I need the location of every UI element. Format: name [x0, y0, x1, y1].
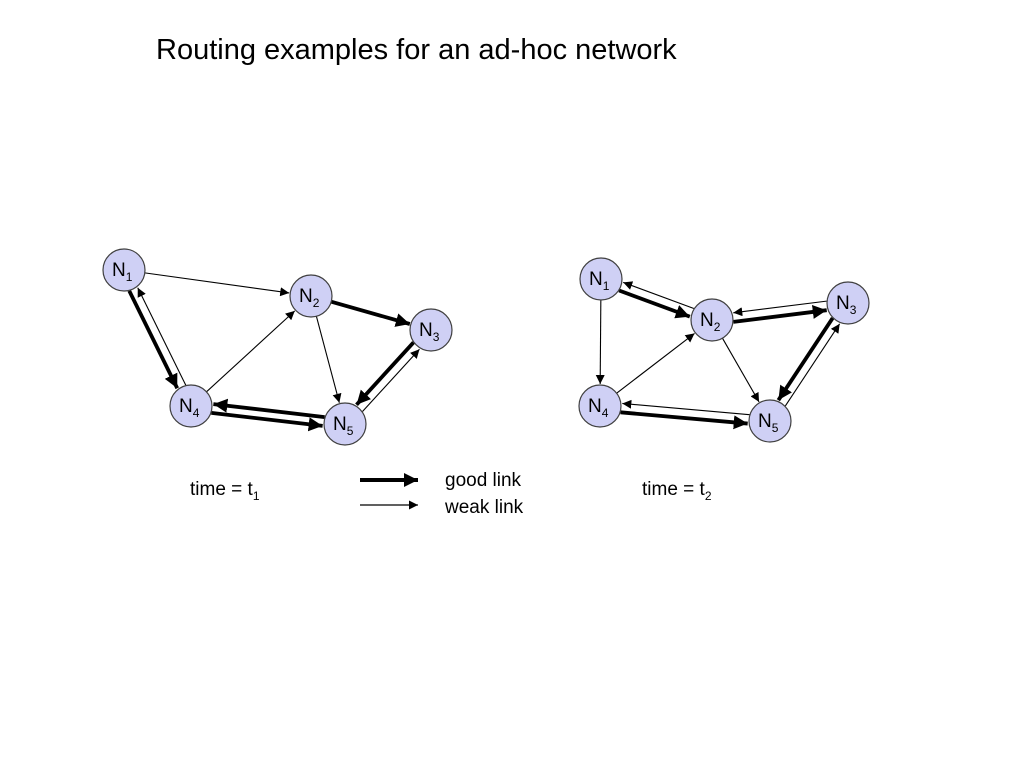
node-label: N3 [836, 293, 857, 317]
caption-t2: time = t2 [642, 479, 712, 503]
link-t2-n3-to-n2-weak [733, 300, 827, 317]
link-t1-n2-to-n3-good [330, 299, 411, 327]
node-circle [579, 257, 623, 301]
link-t1-n3-to-n5-good [355, 341, 415, 407]
caption-t1: time = t1 [190, 479, 260, 503]
node-circle [578, 384, 622, 428]
node-t1-n3: N3 [409, 308, 453, 352]
caption-t2-main: time = t [642, 479, 705, 500]
node-label: N5 [758, 411, 779, 435]
link-t2-n2-to-n5-weak [721, 337, 760, 403]
link-t2-n5-to-n3-weak [784, 323, 841, 407]
link-t1-n1-to-n2-weak [144, 272, 290, 297]
node-circle [826, 281, 870, 325]
page-title: Routing examples for an ad-hoc network [156, 34, 677, 66]
node-label: N3 [419, 320, 440, 344]
node-label: N2 [299, 286, 320, 310]
link-t1-n1-to-n4-good [127, 289, 179, 390]
node-t1-n4: N4 [169, 384, 213, 428]
links-layer [127, 272, 841, 432]
node-circle [323, 402, 367, 446]
caption-t1-sub: 1 [252, 488, 260, 503]
node-circle [289, 274, 333, 318]
link-t2-n1-to-n2-good [618, 288, 691, 319]
node-circle [409, 308, 453, 352]
node-t2-n4: N4 [578, 384, 622, 428]
link-t1-n4-to-n5-good [211, 411, 323, 432]
link-t1-n5-to-n4-good [213, 398, 325, 419]
node-t1-n2: N2 [289, 274, 333, 318]
node-circle [748, 399, 792, 443]
node-label: N4 [588, 396, 609, 420]
node-t2-n5: N5 [748, 399, 792, 443]
node-t1-n5: N5 [323, 402, 367, 446]
link-t2-n1-to-n4-weak [595, 299, 605, 385]
link-t2-n2-to-n1-weak [623, 281, 695, 310]
node-circle [690, 298, 734, 342]
node-circle [102, 248, 146, 292]
link-t2-n4-to-n2-weak [616, 332, 695, 394]
link-t2-n2-to-n3-good [733, 304, 827, 324]
link-t1-n4-to-n1-weak [137, 287, 187, 386]
node-label: N5 [333, 414, 354, 438]
node-label: N1 [589, 269, 610, 293]
link-t2-n3-to-n5-good [776, 316, 835, 402]
node-t2-n1: N1 [579, 257, 623, 301]
link-t1-n4-to-n2-weak [206, 310, 296, 393]
link-t1-n5-to-n3-weak [362, 348, 420, 412]
node-label: N1 [112, 260, 133, 284]
caption-t1-main: time = t [190, 479, 253, 500]
link-t2-n4-to-n5-good [620, 410, 748, 430]
node-t2-n2: N2 [690, 298, 734, 342]
link-t1-n2-to-n5-weak [315, 316, 342, 403]
legend-good-label: good link [445, 470, 522, 491]
caption-t2-sub: 2 [704, 488, 712, 503]
node-label: N4 [179, 396, 200, 420]
node-circle [169, 384, 213, 428]
node-t2-n3: N3 [826, 281, 870, 325]
legend-weak-label: weak link [445, 497, 524, 518]
node-label: N2 [700, 310, 721, 334]
link-t2-n5-to-n4-weak [622, 399, 750, 416]
legend [360, 473, 418, 510]
node-t1-n1: N1 [102, 248, 146, 292]
